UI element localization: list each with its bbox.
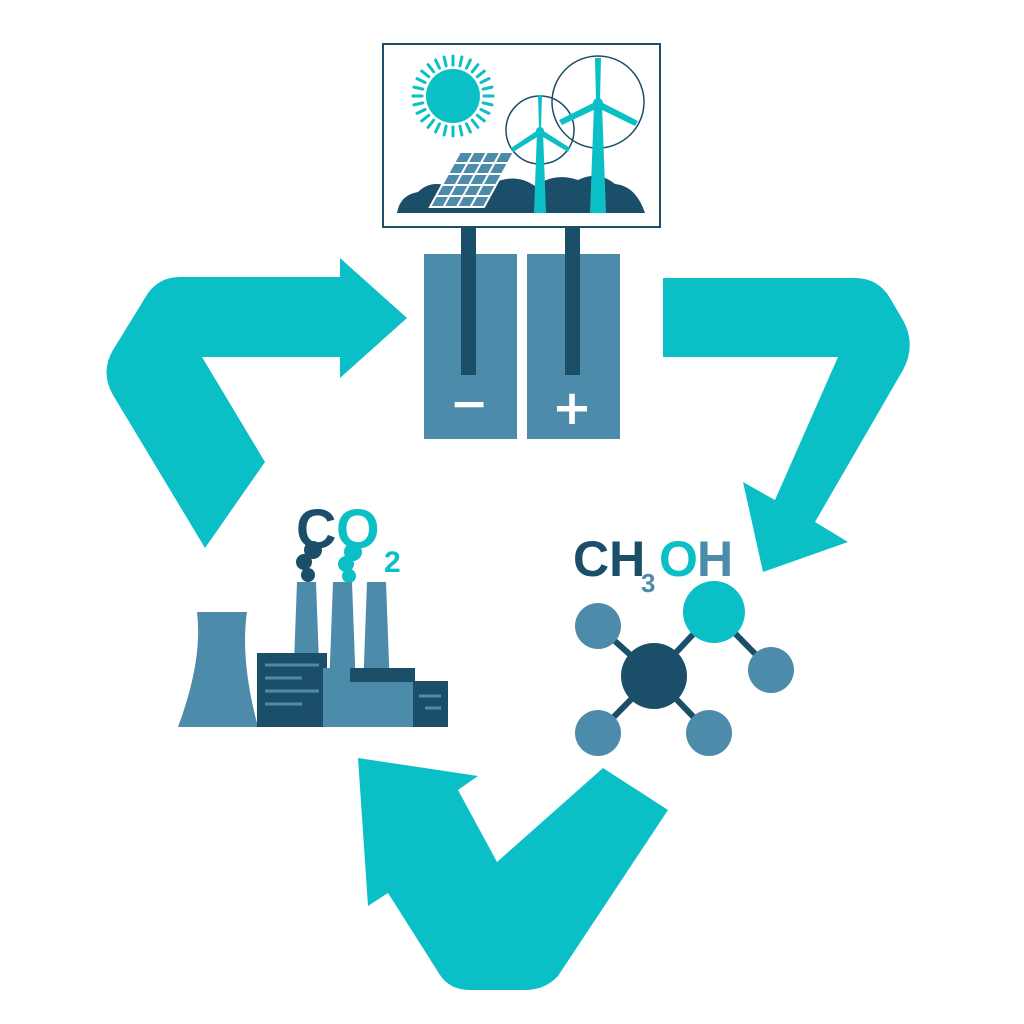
sun-ray [479,108,491,115]
sun-ray [426,118,436,129]
sun-ray [442,55,448,68]
arrow-factory-to-electrolyzer [106,258,407,548]
co2-formula: C O 2 [296,497,401,583]
sun-ray [415,108,427,115]
sun-ray [415,77,427,84]
atom-hydrogen-bottom-right [686,710,732,756]
methanol-o: O [659,531,698,587]
sun-ray [470,118,480,129]
factory-middle-roof [350,668,415,682]
factory-right-building [413,681,448,727]
sun-ray [412,101,425,107]
atom-hydrogen-bottom-left [575,710,621,756]
methanol-subscript-3: 3 [641,568,655,598]
electrolyzer-icon: − + [424,227,620,439]
negative-sign: − [450,376,489,430]
co2-subscript-2: 2 [384,546,401,579]
sun-ray [479,77,491,84]
factory-window-stripes [265,663,319,706]
sun-ray [420,69,431,79]
methanol-h: H [697,531,733,587]
smokestack-2 [329,582,356,690]
sun-ray [434,122,441,134]
electrode-positive [565,227,580,375]
smokestack-3 [363,582,390,690]
wind-turbine-small-icon [505,95,575,213]
methanol-formula: CH 3 O H [573,531,733,598]
atom-carbon [621,643,687,709]
sun-ray [458,55,464,68]
sun-ray [465,58,472,70]
methanol-molecule-icon [575,581,794,756]
sun-ray [442,124,448,137]
factory-right-windows [419,694,441,710]
atom-hydrogen-right [748,647,794,693]
atom-hydrogen-top-left [575,603,621,649]
sun-ray [481,101,494,107]
arrow-electrolyzer-to-methanol [663,278,910,572]
sun-ray [412,85,425,91]
sun-ray [475,69,486,79]
sun-ray [470,63,480,74]
sun-ray [475,113,486,123]
smoke-teal-icon [338,543,362,583]
sun-ray [481,85,494,91]
sun-ray [465,122,472,134]
wind-turbine-large-icon [551,55,645,213]
renewable-energy-panel [382,43,661,228]
sun-ray [458,124,464,137]
sun-ray [426,63,436,74]
cooling-tower [178,612,258,727]
positive-sign: + [552,380,592,436]
smoke-navy-icon [296,541,322,582]
electrode-negative [461,227,476,375]
sun-icon [411,54,495,138]
atom-oxygen [683,581,745,643]
solar-panel-icon [428,151,516,208]
sun-ray [420,113,431,123]
sun-ray [434,58,441,70]
arrow-methanol-to-factory [358,758,668,990]
methanol-ch: CH [573,531,645,587]
factory-icon [178,582,448,727]
